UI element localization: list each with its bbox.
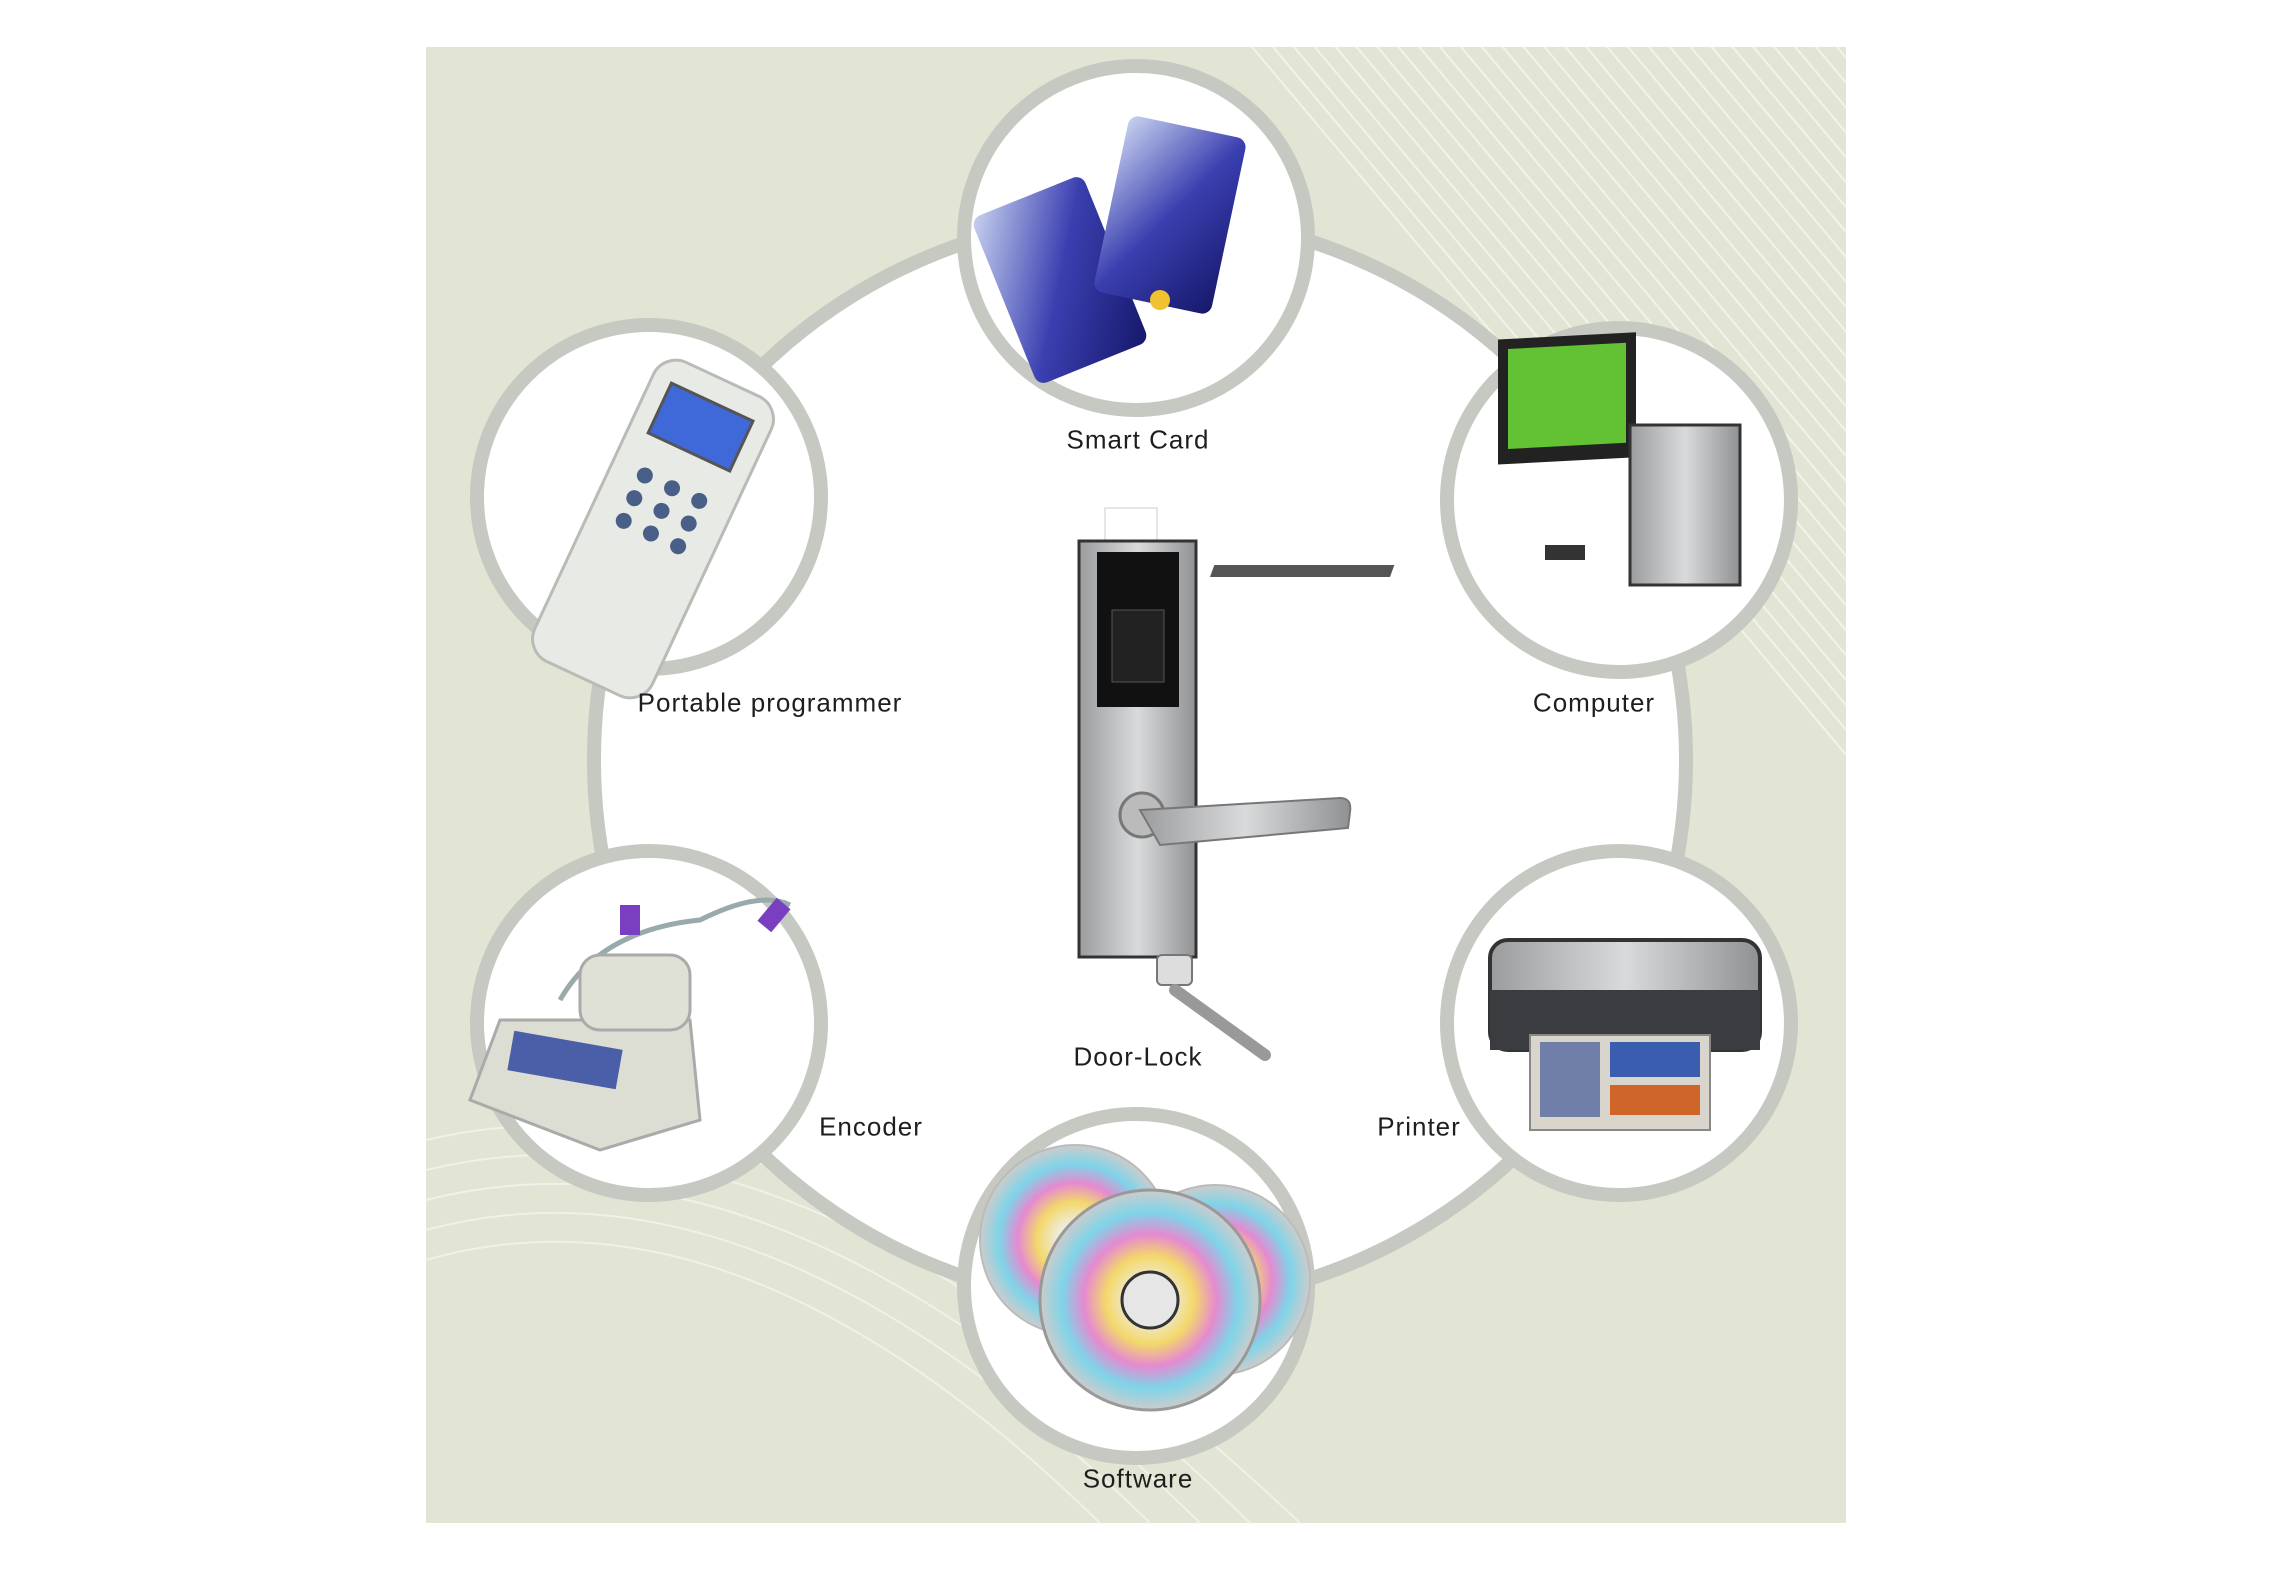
printer-icon <box>1488 938 1762 1131</box>
label-door-lock: Door-Lock <box>1073 1041 1203 1072</box>
label-smart-card: Smart Card <box>1066 424 1210 455</box>
portable-programmer-icon <box>531 358 775 700</box>
label-computer: Computer <box>1532 687 1656 718</box>
label-software: Software <box>1082 1463 1194 1494</box>
label-printer: Printer <box>1377 1111 1461 1142</box>
computer-icon <box>1209 332 1742 587</box>
smart-card-icon <box>973 116 1246 383</box>
cd-icon <box>979 1144 1311 1412</box>
label-encoder: Encoder <box>819 1111 923 1142</box>
encoder-icon <box>468 897 792 1152</box>
label-portable-programmer: Portable programmer <box>637 687 903 718</box>
door-lock-icon <box>1077 507 1352 1061</box>
